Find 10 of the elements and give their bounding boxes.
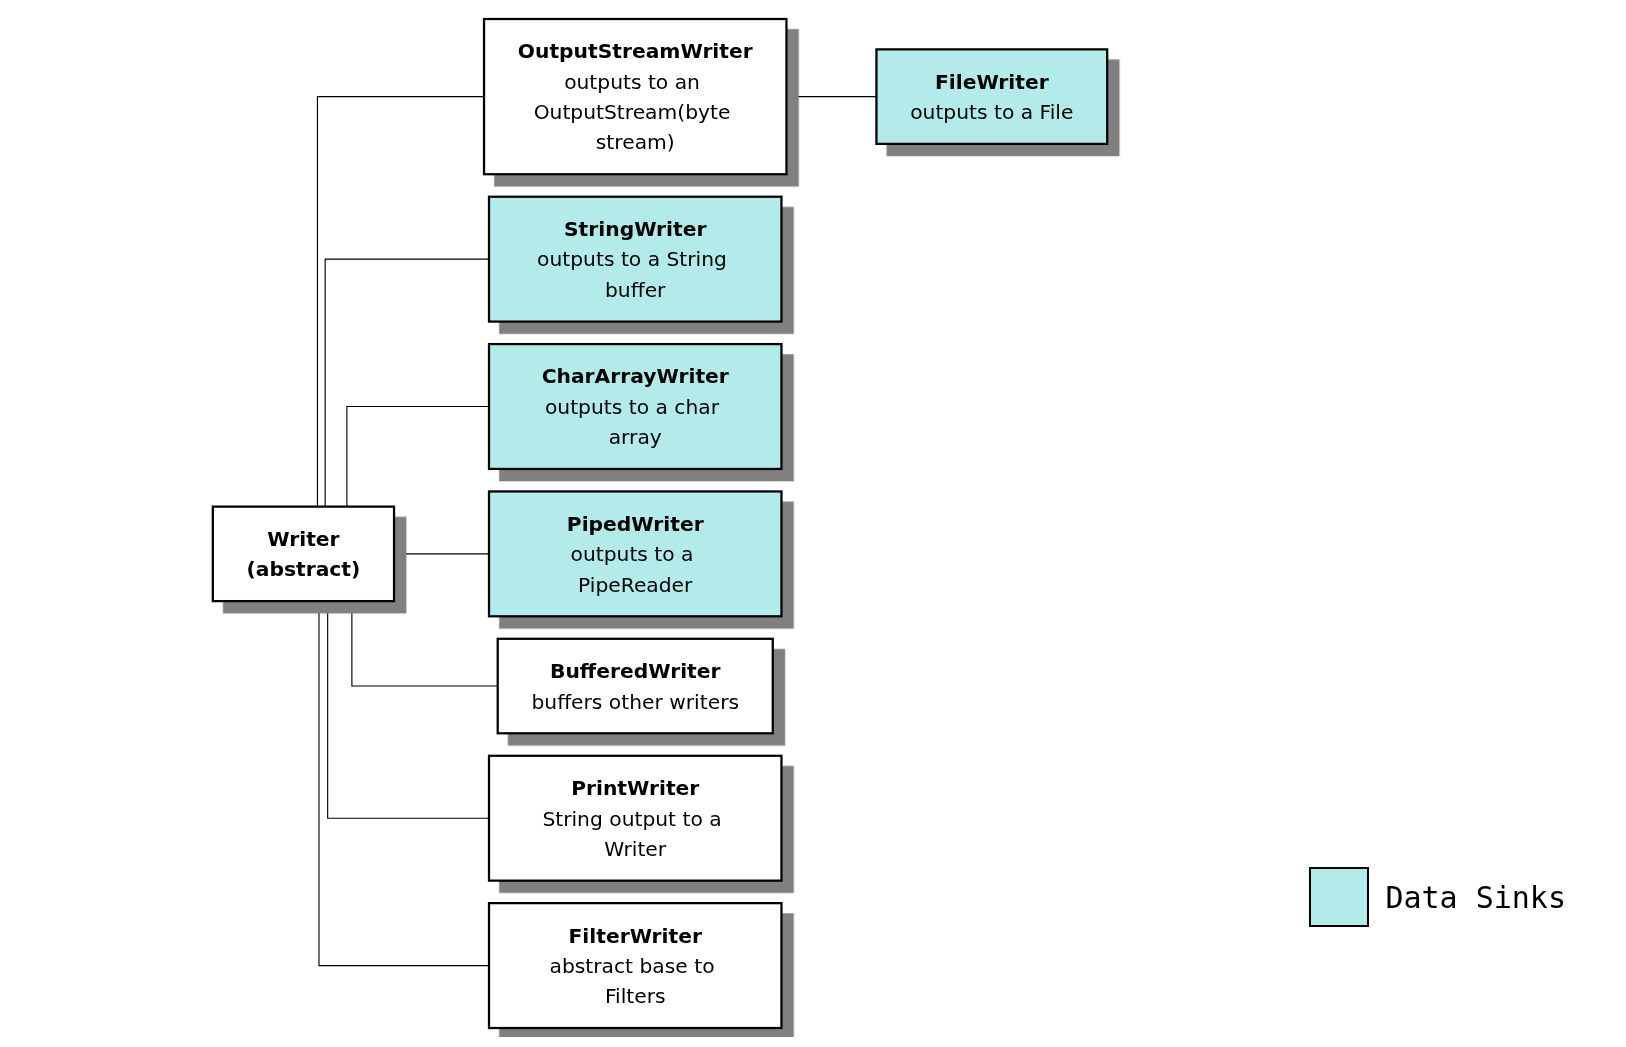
node-box: FilterWriter abstract base to Filters xyxy=(487,902,783,1030)
node-box: PrintWriter String output to a Writer xyxy=(487,754,783,882)
node-box: PipedWriter outputs to a PipeReader xyxy=(487,490,783,618)
node-box: FileWriter outputs to a File xyxy=(875,48,1109,145)
node-box: StringWriter outputs to a String buffer xyxy=(487,195,783,323)
node-box: CharArrayWriter outputs to a char array xyxy=(487,342,783,471)
node-box: Writer (abstract) xyxy=(211,505,396,603)
node-box: OutputStreamWriter outputs to an OutputStream(byte stream) xyxy=(482,17,788,176)
node-box: BufferedWriter buffers other writers xyxy=(496,637,774,735)
legend-label: Data Sinks xyxy=(1385,879,1566,915)
